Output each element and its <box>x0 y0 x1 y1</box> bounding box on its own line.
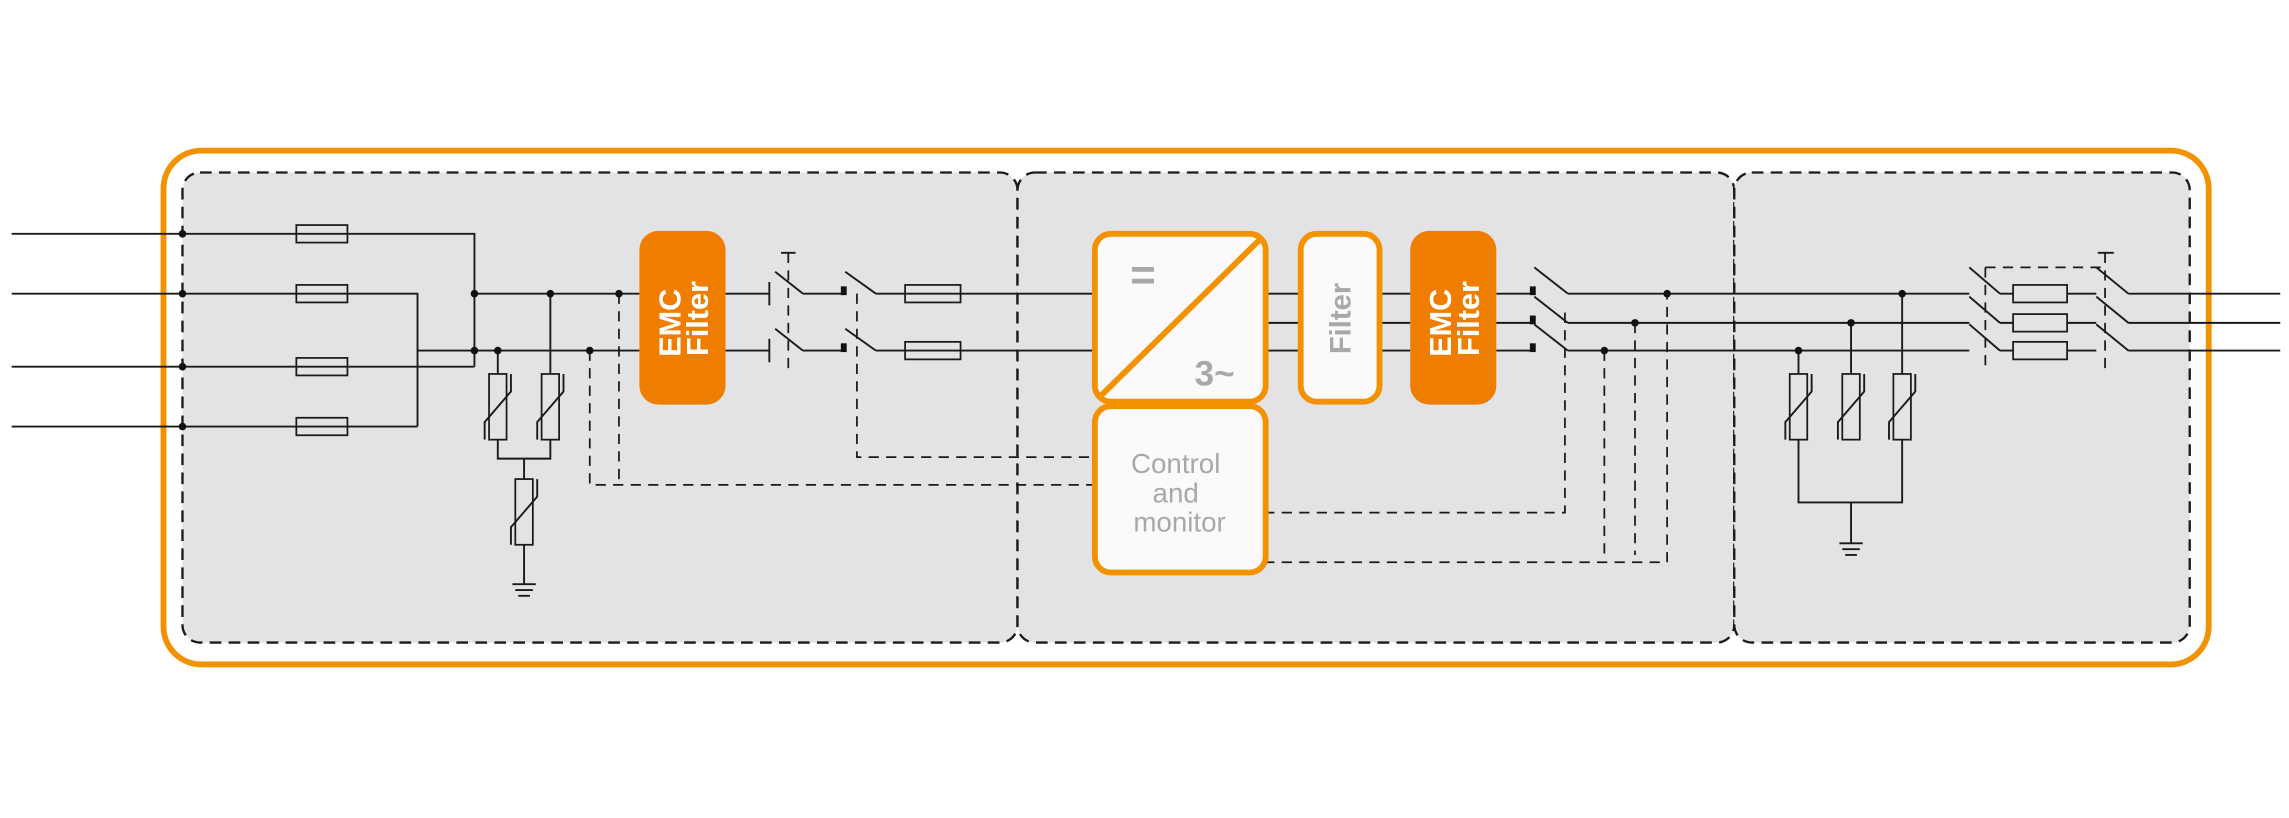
control-and-monitor: Control and monitor <box>1091 403 1269 576</box>
varistor-icon <box>509 478 539 546</box>
svg-text:EMC Filter: EMC Filter <box>1424 280 1486 357</box>
filter-label: Filter <box>681 281 715 356</box>
and-label: and <box>1153 477 1199 508</box>
monitor-label: monitor <box>1133 507 1225 538</box>
junction-dots <box>178 230 1906 431</box>
emc-filter-output: EMC Filter <box>1410 230 1497 405</box>
dc-symbol: = <box>1130 250 1156 299</box>
varistor-icon <box>1888 373 1917 441</box>
control-label: Control <box>1131 448 1220 479</box>
fuse-icon <box>904 284 962 304</box>
fuse-icon <box>2012 313 2068 333</box>
svg-text:Control and monito: Control and monitor <box>1131 448 1228 537</box>
fuse-icon <box>2012 340 2068 361</box>
fuse-icon <box>2012 284 2068 304</box>
dc-ac-converter: = 3~ <box>1091 230 1269 405</box>
fuse-icon <box>295 284 349 304</box>
fuse-icon <box>295 224 349 244</box>
varistor-icon <box>1836 373 1866 441</box>
emc-label: EMC <box>653 289 687 357</box>
varistor-icon <box>483 373 512 441</box>
filter-label: Filter <box>1452 281 1486 356</box>
varistor-icon <box>536 373 565 441</box>
fuse-icon <box>904 340 962 361</box>
filter-label: Filter <box>1325 283 1357 354</box>
fuse-icon <box>295 357 349 377</box>
fuse-icon <box>295 416 349 437</box>
svg-text:EMC Filter: EMC Filter <box>653 280 715 357</box>
emc-filter-input: EMC Filter <box>639 230 726 405</box>
output-protection-panel <box>1733 171 2191 644</box>
filter-block: Filter <box>1297 230 1383 405</box>
emc-label: EMC <box>1424 289 1458 357</box>
ac-symbol: 3~ <box>1195 355 1235 394</box>
wiring <box>11 232 2281 597</box>
varistor-icon <box>1784 373 1813 441</box>
